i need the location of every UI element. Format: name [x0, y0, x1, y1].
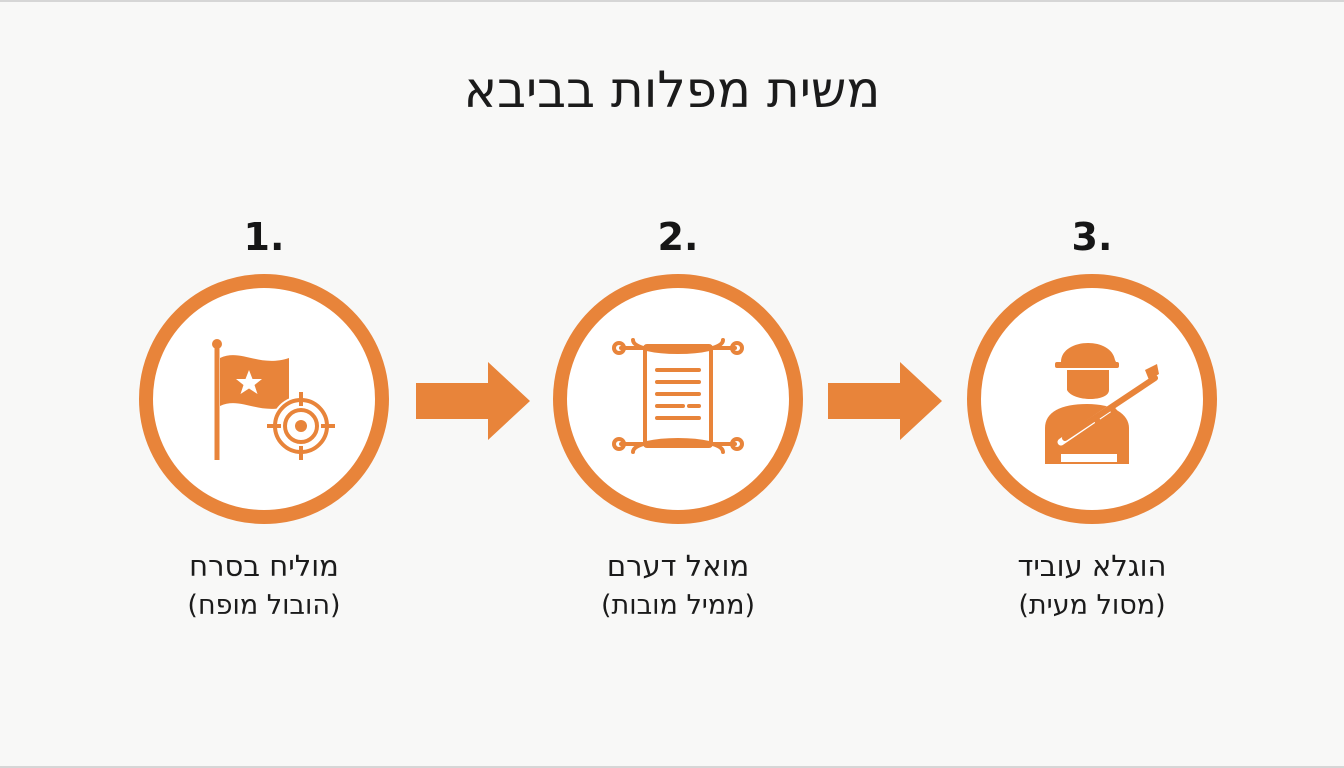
step-sublabel: (ממיל מובות) [600, 590, 756, 621]
step-3: 3. הוגלא עוביד (מסול מעית) [962, 210, 1222, 626]
step-sublabel: (מסול מעית) [1018, 590, 1166, 621]
step-circle [139, 274, 389, 524]
step-label: מואל דערם [606, 549, 750, 583]
flag-target-icon [212, 339, 335, 460]
scroll-icon [612, 338, 744, 454]
step-number: 1. [243, 215, 285, 259]
step-circle [967, 274, 1217, 524]
page-title: משית מפלות בביבא [463, 61, 881, 119]
step-label: הוגלא עוביד [1017, 549, 1167, 583]
arrow-right-icon [416, 362, 530, 440]
bottom-border [0, 766, 1344, 768]
step-1: 1. מוליח בסרח (הובול מופח) [134, 210, 394, 626]
step-2: 2. מואל דערם (ממיל מובות) [548, 210, 808, 626]
step-label: מוליח בסרח [189, 549, 339, 583]
top-border [0, 0, 1344, 2]
step-sublabel: (הובול מופח) [187, 590, 341, 621]
step-number: 3. [1071, 215, 1113, 259]
step-circle [553, 274, 803, 524]
soldier-icon [1045, 342, 1159, 464]
arrow-right-icon [828, 362, 942, 440]
step-number: 2. [657, 215, 699, 259]
